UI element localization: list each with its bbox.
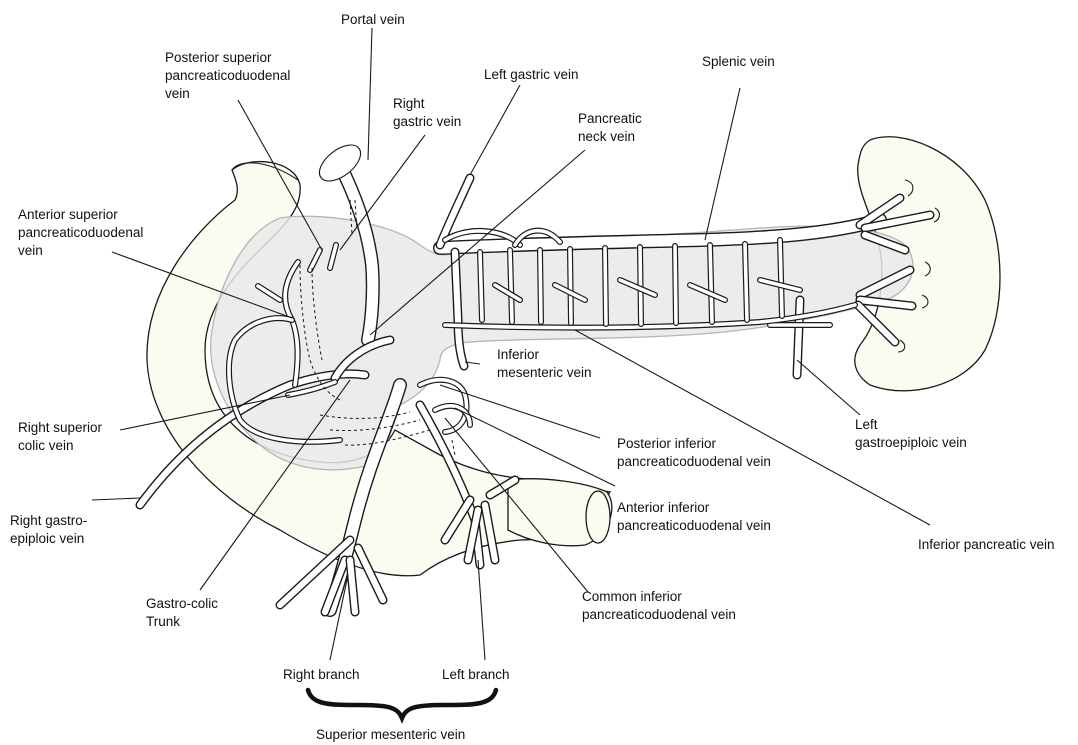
label-right-branch: Right branch	[283, 667, 360, 682]
label-right-superior-colic: Right superior	[18, 420, 103, 435]
label-posterior-superior-3: vein	[165, 86, 190, 101]
label-posterior-inferior: Posterior inferior	[617, 436, 717, 451]
label-gastro-colic-2: Trunk	[146, 614, 180, 629]
label-pancreatic-neck: Pancreatic	[578, 111, 642, 126]
label-anterior-superior-3: vein	[18, 243, 43, 258]
label-posterior-superior: Posterior superior	[165, 50, 272, 65]
label-anterior-superior: Anterior superior	[18, 207, 118, 222]
label-common-inferior-2: pancreaticoduodenal vein	[582, 607, 736, 622]
label-common-inferior: Common inferior	[582, 589, 682, 604]
label-right-gastric-2: gastric vein	[393, 114, 461, 129]
label-right-superior-colic-2: colic vein	[18, 438, 74, 453]
label-inferior-mesenteric: Inferior	[497, 347, 540, 362]
label-splenic-vein: Splenic vein	[702, 54, 775, 69]
label-portal-vein: Portal vein	[341, 12, 405, 27]
label-posterior-superior-2: pancreaticoduodenal	[165, 68, 290, 83]
label-left-branch: Left branch	[442, 667, 510, 682]
label-inferior-mesenteric-2: mesenteric vein	[497, 365, 592, 380]
label-anterior-inferior-2: pancreaticoduodenal vein	[617, 518, 771, 533]
label-left-gastroepiploic-2: gastroepiploic vein	[855, 435, 967, 450]
label-right-gastroepiploic: Right gastro-	[10, 513, 87, 528]
superior-mesenteric-brace	[308, 690, 496, 718]
label-right-gastric: Right	[393, 96, 425, 111]
label-inferior-pancreatic: Inferior pancreatic vein	[918, 537, 1055, 552]
label-right-gastroepiploic-2: epiploic vein	[10, 531, 84, 546]
label-gastro-colic: Gastro-colic	[146, 596, 218, 611]
label-anterior-inferior: Anterior inferior	[617, 500, 710, 515]
label-left-gastric: Left gastric vein	[484, 67, 579, 82]
label-posterior-inferior-2: pancreaticoduodenal vein	[617, 454, 771, 469]
jejunum-opening	[586, 491, 610, 543]
label-superior-mesenteric: Superior mesenteric vein	[316, 727, 465, 742]
label-left-gastroepiploic: Left	[855, 417, 878, 432]
label-anterior-superior-2: pancreaticoduodenal	[18, 225, 143, 240]
label-pancreatic-neck-2: neck vein	[578, 129, 635, 144]
